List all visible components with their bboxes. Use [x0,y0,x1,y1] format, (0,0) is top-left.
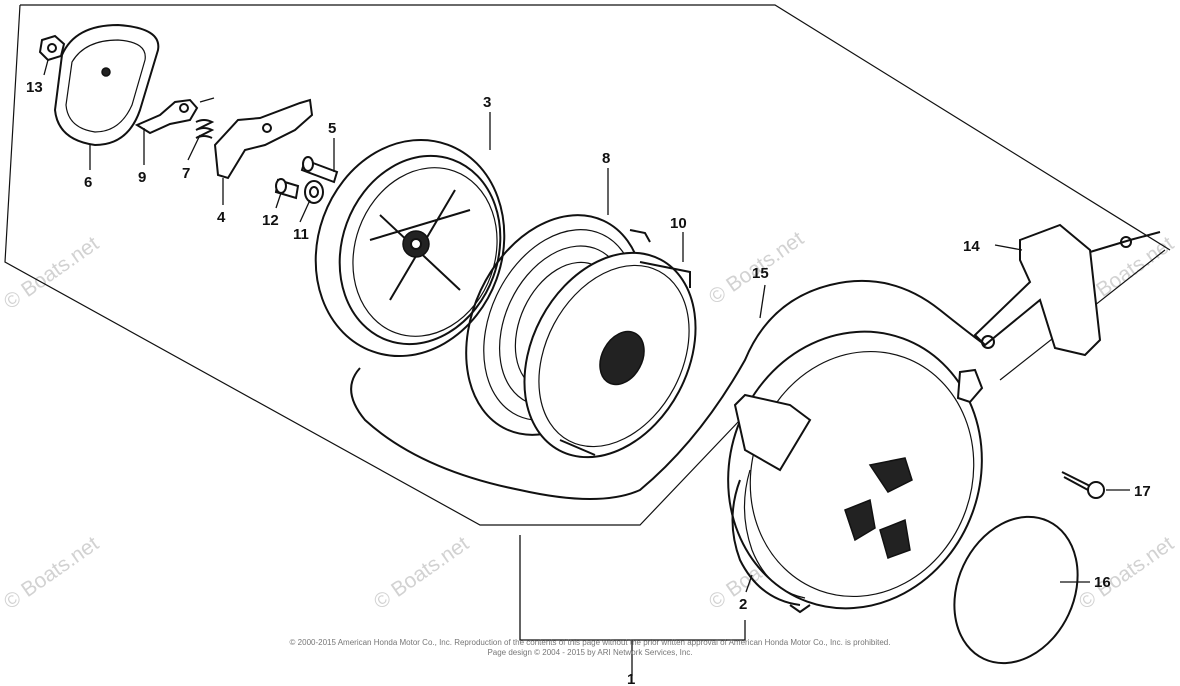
part-12-collar [274,178,300,200]
page-design-notice: Page design © 2004 - 2015 by ARI Network… [487,648,693,657]
label-part-1: 1 [627,671,635,686]
part-7-ratchet-spring [195,97,215,139]
part-6-cover-plate [53,23,160,147]
label-part-11: 11 [293,226,309,243]
watermark: © Boats.net [370,532,473,614]
leader-lines [43,59,1130,593]
label-part-10: 10 [670,215,687,232]
part-17-flange-bolt [1061,471,1105,499]
part-10-spring-case [523,251,697,459]
part-4-ratchet [213,98,314,180]
label-part-5: 5 [328,120,336,137]
label-part-9: 9 [138,169,146,186]
label-part-4: 4 [217,209,226,226]
copyright-notice: © 2000-2015 American Honda Motor Co., In… [289,638,891,647]
part-13-nut [38,34,66,62]
label-part-17: 17 [1134,483,1151,500]
part-3-recoil-pulley [314,138,506,358]
label-part-7: 7 [182,165,190,182]
label-part-2: 2 [739,596,747,613]
label-part-15: 15 [752,265,769,282]
label-part-3: 3 [483,94,491,111]
part-11-washer [304,180,324,204]
part-5-guide-pin [300,156,339,184]
watermark: © Boats.net [0,232,103,314]
part-16-ring [953,515,1079,665]
part-9-friction-spring [134,98,199,135]
part-2-starter-case [727,330,984,614]
label-part-12: 12 [262,212,279,229]
label-part-8: 8 [602,150,610,167]
watermark: © Boats.net [0,532,103,614]
watermark: © Boats.net [1075,532,1178,614]
part-14-starter-grip [973,223,1161,357]
label-part-13: 13 [26,79,43,96]
label-part-6: 6 [84,174,92,191]
part-15-starter-rope [350,279,986,500]
label-part-16: 16 [1094,574,1111,591]
label-part-14: 14 [963,238,980,255]
part-number-labels: 13 6 9 7 4 5 12 11 3 8 10 15 14 17 16 2 … [26,79,1151,686]
part-1-assembly-bracket [519,535,746,676]
